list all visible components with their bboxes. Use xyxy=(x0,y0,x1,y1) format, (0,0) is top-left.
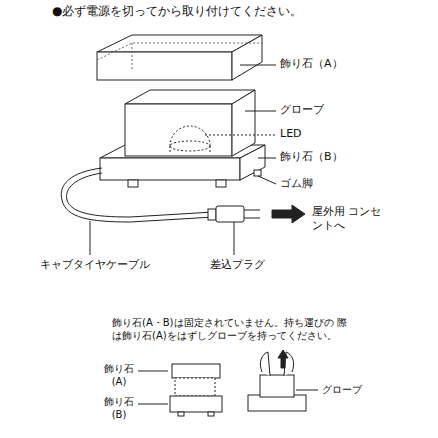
note-text: 飾り石(A・B)は固定されていません。持ち運びの 際は飾り石(A)をはずしグロー… xyxy=(112,316,352,342)
part-label: キャブタイヤケーブル xyxy=(40,258,150,272)
leader-lines xyxy=(90,65,276,255)
carry-figure-right xyxy=(248,350,318,411)
part-label: 飾り石（A） xyxy=(280,57,343,71)
part-label: グローブ xyxy=(280,103,324,117)
plug xyxy=(208,206,260,222)
part-label: 飾り石 (B) xyxy=(100,395,138,421)
rubber-feet xyxy=(128,170,261,187)
carry-figure-left xyxy=(138,364,222,416)
destination-label: 屋外用 コンセントへ xyxy=(312,205,386,234)
hidden-lines xyxy=(97,43,262,70)
part-label: 飾り石 (A) xyxy=(100,362,138,388)
title: ●必ず電源を切ってから取り付けてください。 xyxy=(52,4,302,20)
stone-a xyxy=(97,35,262,80)
globe xyxy=(125,90,255,156)
led xyxy=(170,126,210,154)
part-label: ゴム脚 xyxy=(280,177,313,191)
part-label: グローブ xyxy=(322,383,362,396)
part-label: 差込プラグ xyxy=(210,258,265,272)
part-label: LED xyxy=(280,127,302,141)
cabtire-cable xyxy=(61,168,214,222)
arrow-to-outlet xyxy=(272,205,305,223)
part-label: 飾り石（B） xyxy=(280,150,343,164)
